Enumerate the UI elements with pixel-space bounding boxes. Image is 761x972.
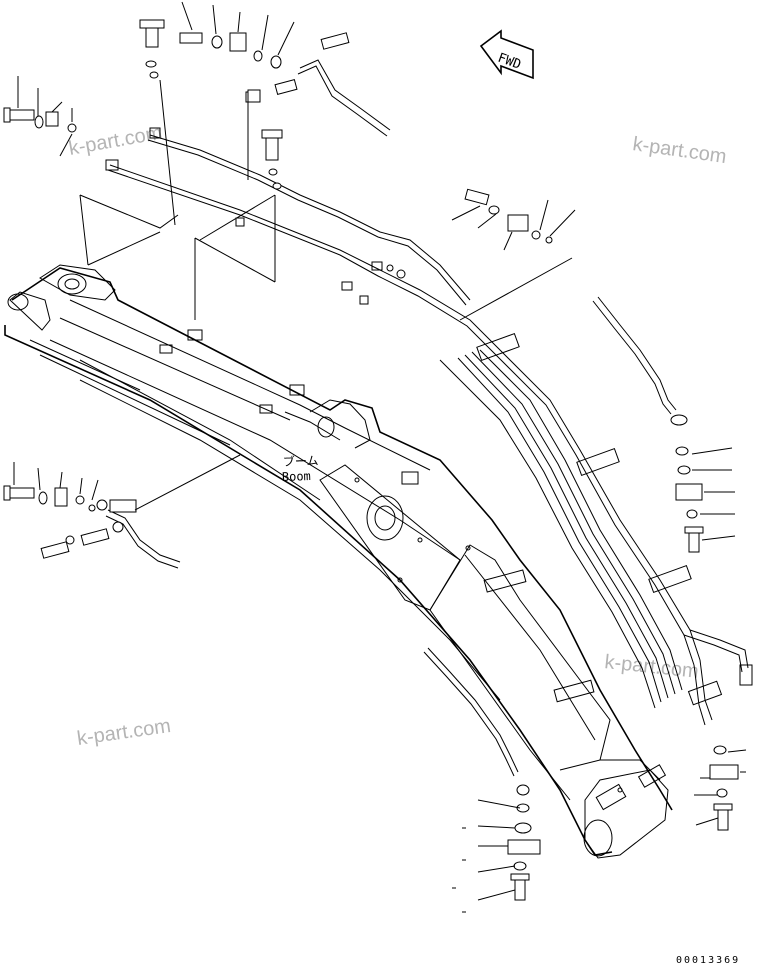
watermark: k-part.com [603, 651, 699, 683]
watermark: k-part.com [76, 715, 173, 750]
parts-group-right-lower [670, 414, 736, 553]
parts-group-top-fitting [194, 78, 298, 320]
parts-group-right-upper [451, 188, 576, 321]
parts-group-bottom-center [452, 784, 541, 913]
parts-group-left-middle [3, 454, 241, 559]
boom-label-jp: ブーム [283, 453, 319, 469]
boom-label-en: Boom [282, 469, 311, 484]
fwd-arrow: FWD [479, 29, 534, 80]
parts-group-top-left [3, 76, 77, 157]
hydraulic-pipes [105, 59, 753, 777]
boom-body [4, 264, 673, 859]
parts-group-top-center [79, 1, 350, 266]
drawing-number: 00013369 [676, 955, 740, 966]
fwd-label: FWD [496, 51, 523, 73]
parts-group-right-bottom [694, 745, 747, 831]
watermark: k-part.com [631, 133, 728, 168]
